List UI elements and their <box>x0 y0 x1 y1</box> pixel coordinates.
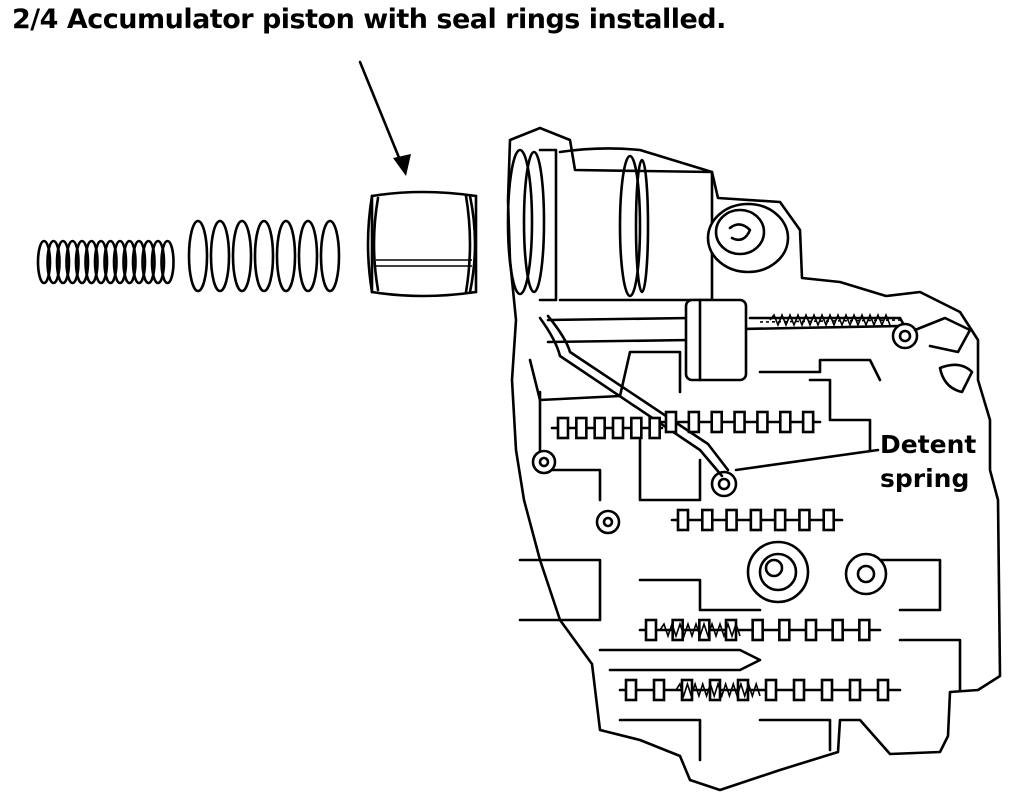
large-spring <box>187 219 341 293</box>
spring-coil <box>187 219 209 293</box>
spring-coil <box>297 219 319 293</box>
caption-pointer-arrow <box>358 60 411 176</box>
spring-coil <box>65 239 80 285</box>
spring-coil <box>112 239 128 285</box>
detent-spring-label: Detent spring <box>880 428 976 496</box>
spring-coil <box>231 219 253 293</box>
spring-coil <box>36 239 52 285</box>
spring-coil <box>122 239 137 285</box>
accumulator-piston <box>366 190 478 298</box>
spring-coil <box>46 239 61 285</box>
small-spring <box>36 239 175 285</box>
spring-coil <box>160 239 175 285</box>
spring-coil <box>141 239 156 285</box>
valve-spools <box>550 312 902 702</box>
spring-coil <box>131 239 147 285</box>
spring-coil <box>84 239 99 285</box>
figure-caption: 2/4 Accumulator piston with seal rings i… <box>12 4 726 35</box>
spring-coil <box>275 219 297 293</box>
spring-coil <box>93 239 109 285</box>
spring-coil <box>253 219 275 293</box>
detent-spring-label-line2: spring <box>880 464 970 493</box>
detent-spring-leader <box>734 448 880 472</box>
spring-coil <box>74 239 90 285</box>
spring-coil <box>150 239 166 285</box>
spring-coil <box>55 239 71 285</box>
spring-coil <box>209 219 231 293</box>
valve-body <box>506 126 1002 792</box>
spring-coil <box>319 219 341 293</box>
spring-coil <box>103 239 118 285</box>
detent-spring-label-line1: Detent <box>880 430 977 459</box>
